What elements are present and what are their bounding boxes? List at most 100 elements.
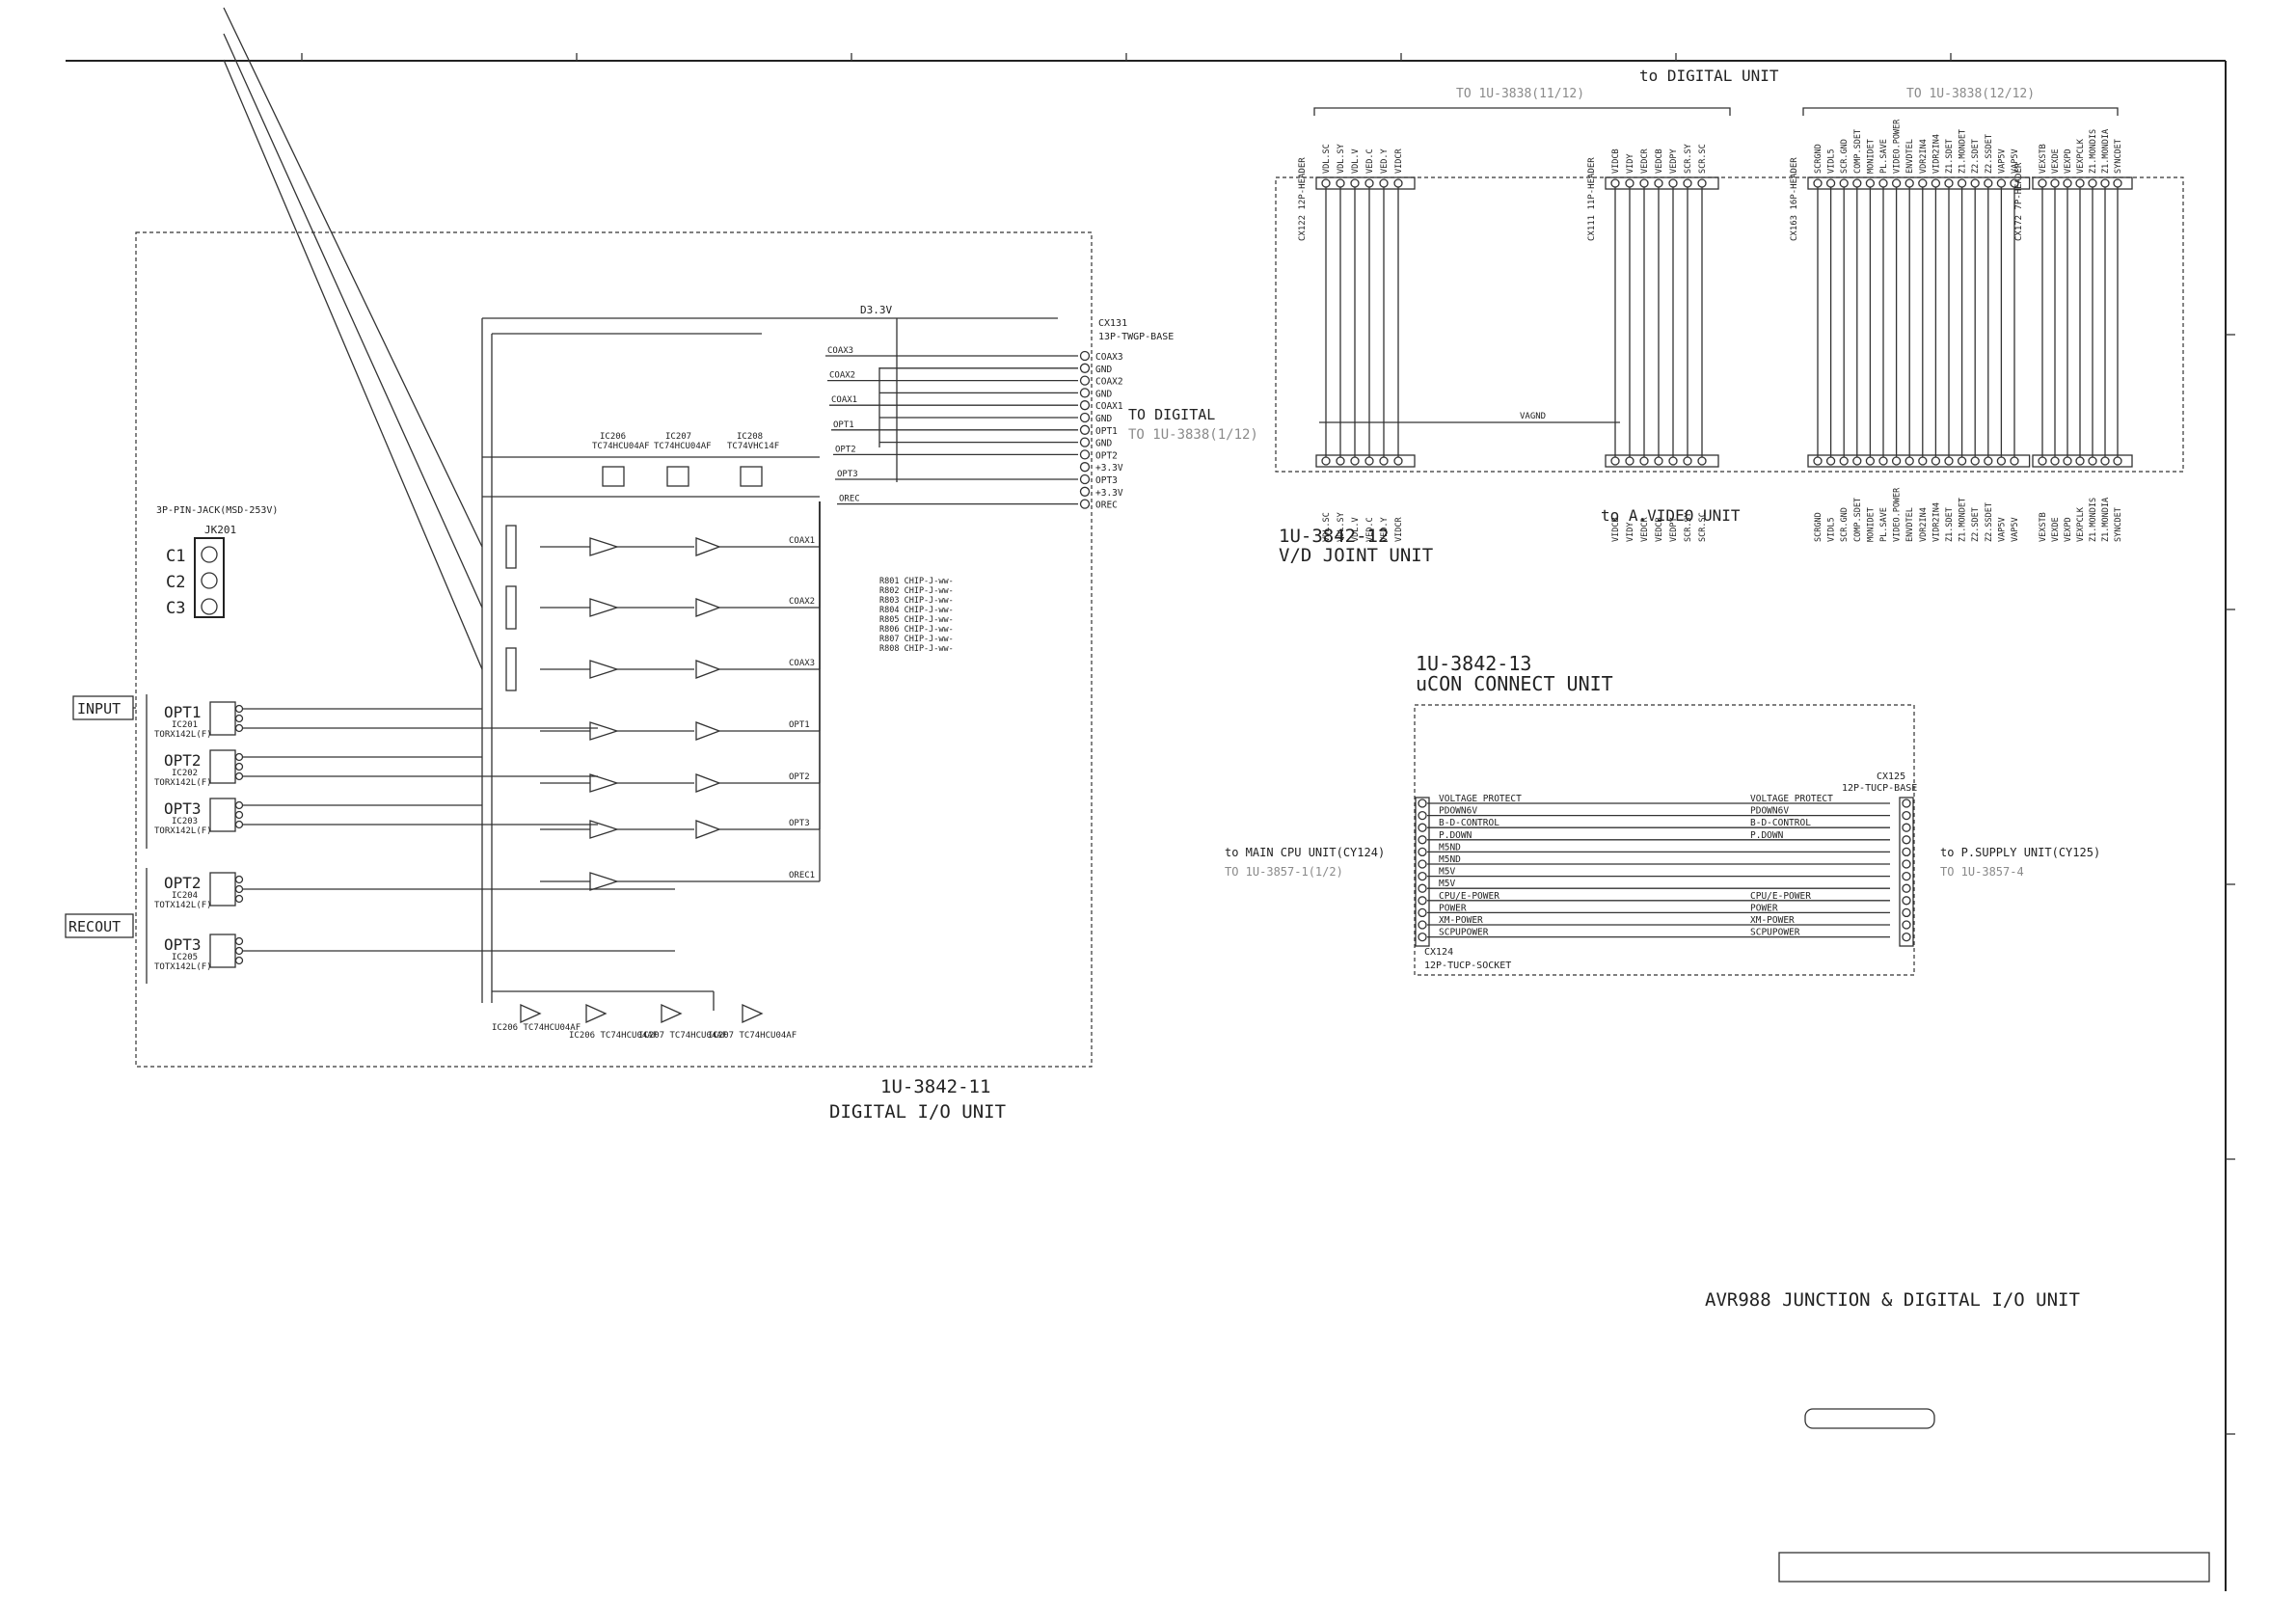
cx131-pin-label: COAX1 bbox=[1095, 401, 1123, 412]
vd-pin-label-top: VEXPCLK bbox=[2076, 138, 2086, 174]
vd-group-ref: CX172 7P-HEADER bbox=[2014, 162, 2024, 241]
svg-text:C2: C2 bbox=[166, 573, 185, 592]
bus-label: COAX1 bbox=[831, 395, 857, 405]
recout-box bbox=[65, 913, 134, 938]
vd-pin-label-top: SCR.GND bbox=[1840, 139, 1850, 174]
title-cell bbox=[1778, 1552, 2210, 1583]
ucon-subtitle: uCON CONNECT UNIT bbox=[1416, 672, 1613, 695]
opt-out-ic: IC204 bbox=[172, 891, 198, 901]
svg-text:IC207 TC74HCU04AF: IC207 TC74HCU04AF bbox=[708, 1031, 797, 1041]
schmitt-gate bbox=[695, 773, 721, 793]
cx125-pin-label: SCPUPOWER bbox=[1750, 928, 1800, 938]
vd-pin-label-top: Z1.MONDIA bbox=[2101, 129, 2111, 174]
cx131-pin bbox=[1079, 375, 1091, 386]
vd-pin-label-bottom: VIDCB bbox=[1611, 517, 1621, 542]
vd-pin-label-bottom: SCRGND bbox=[1814, 512, 1823, 542]
cx131-pin-label: OPT3 bbox=[1095, 475, 1118, 486]
chip-resistor: R808 CHIP-J-ww- bbox=[879, 644, 954, 654]
vd-joint-subtitle: V/D JOINT UNIT bbox=[1279, 545, 1433, 566]
cx124-pin bbox=[1418, 847, 1427, 857]
svg-text:TO 1U-3857-4: TO 1U-3857-4 bbox=[1940, 865, 2024, 879]
chip-resistor: R801 CHIP-J-ww- bbox=[879, 577, 954, 586]
vd-group-ref: CX111 11P-HEADER bbox=[1587, 157, 1597, 241]
vd-pin-label-bottom: MONIDET bbox=[1866, 507, 1876, 542]
vd-pin-label-bottom: VAP5V bbox=[1997, 517, 2007, 542]
vd-header-top bbox=[1807, 176, 2031, 190]
inverter-gate bbox=[589, 598, 620, 617]
opt-out-module bbox=[209, 934, 236, 968]
svg-text:VAGND: VAGND bbox=[1520, 412, 1546, 421]
cx124-pin bbox=[1418, 871, 1427, 881]
vd-pin-label-top: VDL.V bbox=[1351, 149, 1361, 174]
cx124-pin bbox=[1418, 907, 1427, 918]
cx131-pin bbox=[1079, 412, 1091, 423]
svg-text:TO 1U-3838(12/12): TO 1U-3838(12/12) bbox=[1906, 87, 2035, 101]
cx124-pin-label: M5ND bbox=[1439, 842, 1461, 853]
vd-pin-label-bottom: VIDR2IN4 bbox=[1931, 502, 1941, 542]
vd-pin-label-top: VDL.SC bbox=[1322, 144, 1332, 174]
vd-pin-label-top: VEXSTB bbox=[2039, 144, 2048, 174]
out-signal-label: COAX2 bbox=[789, 597, 815, 607]
chip-resistor: R807 CHIP-J-ww- bbox=[879, 635, 954, 644]
cx124-pin bbox=[1418, 932, 1427, 942]
schmitt-gate bbox=[695, 660, 721, 679]
vd-pin-label-bottom: Z1.MONDIS bbox=[2089, 498, 2098, 542]
cx131-pin-label: COAX2 bbox=[1095, 377, 1123, 388]
chip-resistor: R806 CHIP-J-ww- bbox=[879, 625, 954, 635]
cx131-pin-label: OREC bbox=[1095, 501, 1118, 511]
inverter-gate bbox=[589, 721, 620, 741]
vd-pin-label-bottom: Z2.SSDET bbox=[1985, 502, 1994, 542]
opt-in-module bbox=[209, 798, 236, 832]
cx125-pin bbox=[1902, 823, 1911, 832]
vd-pin-label-top: VDR2IN4 bbox=[1919, 139, 1929, 174]
vd-pin-label-bottom: VEXSTB bbox=[2039, 512, 2048, 542]
cx125-pin-label: POWER bbox=[1750, 903, 1778, 913]
vd-pin-label-bottom: ENVDTEL bbox=[1905, 507, 1915, 542]
vd-pin-label-top: VEXDE bbox=[2051, 149, 2061, 174]
cx125-pin-label: P.DOWN bbox=[1750, 830, 1784, 841]
svg-text:3P-PIN-JACK(MSD-253V): 3P-PIN-JACK(MSD-253V) bbox=[156, 505, 278, 516]
svg-text:TC74HCU04AF: TC74HCU04AF bbox=[592, 442, 650, 451]
vd-pin-label-top: VED.C bbox=[1365, 149, 1375, 174]
stamp-box bbox=[1804, 1408, 1935, 1429]
vd-pin-label-bottom: VED.Y bbox=[1380, 517, 1390, 542]
input-label: INPUT bbox=[77, 700, 121, 717]
vd-pin-label-bottom: VAP5V bbox=[2011, 517, 2020, 542]
vd-pin-label-bottom: VIDY bbox=[1626, 523, 1635, 542]
vd-pin-label-top: VIDL5 bbox=[1827, 149, 1837, 174]
vd-pin-label-bottom: VEXDE bbox=[2051, 517, 2061, 542]
vd-header-bottom bbox=[1315, 454, 1416, 468]
vd-pin-label-top: VIDR2IN4 bbox=[1931, 134, 1941, 174]
vd-pin-label-bottom: VIDCR bbox=[1394, 517, 1404, 542]
vd-pin-label-top: SCR.SC bbox=[1698, 144, 1708, 174]
cx124-pin-label: PDOWN6V bbox=[1439, 806, 1477, 817]
vd-pin-label-bottom: VED.C bbox=[1365, 517, 1375, 542]
vd-pin-label-bottom: VDL.V bbox=[1351, 517, 1361, 542]
vd-pin-label-top: Z2.SDET bbox=[1971, 139, 1981, 174]
vd-pin-label-bottom: Z1.MONDIA bbox=[2101, 498, 2111, 542]
cx124-pin bbox=[1418, 798, 1427, 808]
cx124-pin bbox=[1418, 896, 1427, 906]
recout-label: RECOUT bbox=[68, 918, 121, 935]
cx131-pin-label: +3.3V bbox=[1095, 463, 1123, 474]
cx131-pin-label: GND bbox=[1095, 414, 1112, 424]
vd-pin-label-bottom: SCR.SY bbox=[1684, 512, 1693, 542]
opt-out-part: TOTX142L(F) bbox=[154, 901, 212, 910]
vd-pin-label-bottom: PL.SAVE bbox=[1879, 507, 1889, 542]
inverter-gate bbox=[589, 773, 620, 793]
cx124-pin-label: P.DOWN bbox=[1439, 830, 1472, 841]
cx131-connector: CX131 13P-TWGP-BASE COAX3GNDCOAX2GNDCOAX… bbox=[1079, 318, 1174, 511]
vd-pin-label-bottom: Z1.SDET bbox=[1945, 507, 1955, 542]
svg-text:IC206 TC74HCU04AF: IC206 TC74HCU04AF bbox=[492, 1023, 581, 1033]
cx125-pin bbox=[1902, 847, 1911, 857]
vd-pin-label-top: ENVDTEL bbox=[1905, 139, 1915, 174]
cx131-pin-label: OPT1 bbox=[1095, 426, 1118, 437]
vd-pin-label-top: Z2.SSDET bbox=[1985, 134, 1994, 174]
bus-label: OREC bbox=[839, 495, 860, 504]
chip-resistor: R804 CHIP-J-ww- bbox=[879, 606, 954, 615]
cx131-pin-label: GND bbox=[1095, 365, 1112, 375]
cx125-pin bbox=[1902, 932, 1911, 942]
vd-pin-label-top: VEDPY bbox=[1669, 149, 1679, 174]
opt-in-ic: IC202 bbox=[172, 769, 198, 778]
vd-group-ref: CX163 16P-HEADER bbox=[1790, 157, 1799, 241]
